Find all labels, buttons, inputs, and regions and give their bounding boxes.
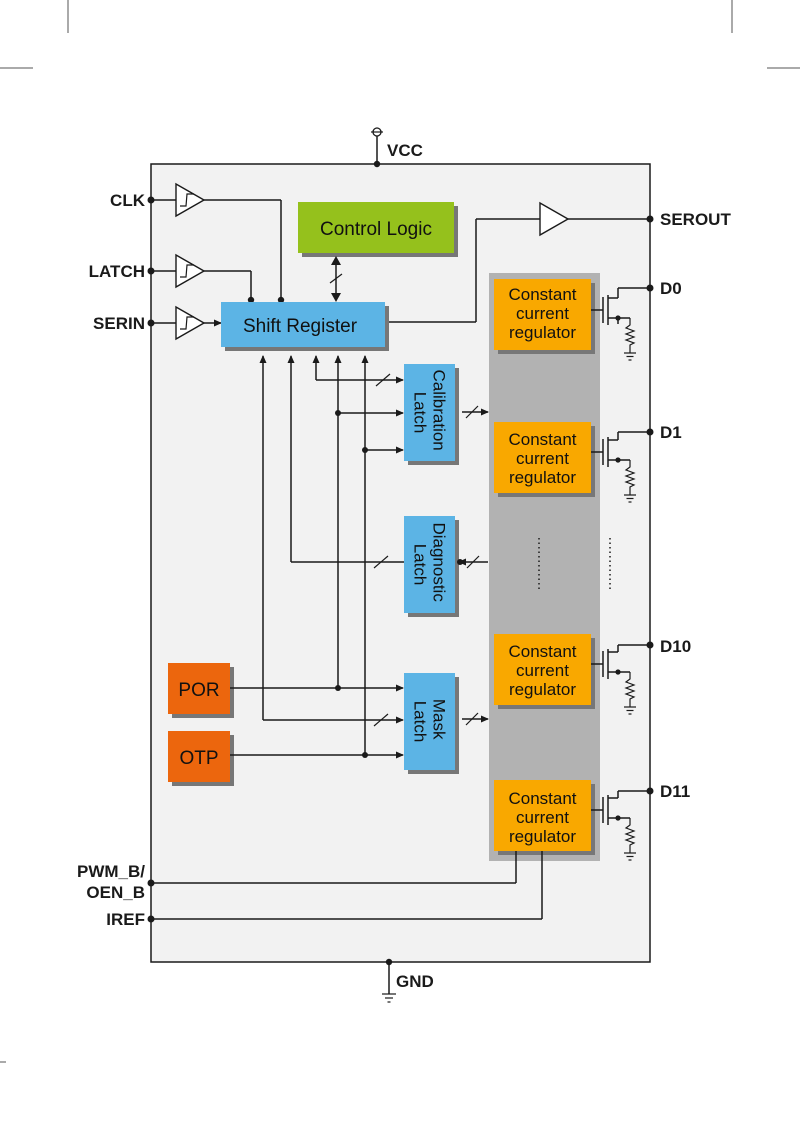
latch-pin: LATCH <box>89 253 255 304</box>
shift-register-block: Shift Register <box>221 302 385 347</box>
crop-marks <box>0 0 800 1063</box>
output-stage-d1: D1 <box>591 423 682 503</box>
output-stage-d0: D0 <box>591 279 682 361</box>
calibration-latch-block: Calibration Latch <box>404 364 455 461</box>
output-stage-d10: D10 <box>591 637 691 715</box>
clk-schmitt-buffer-icon <box>175 182 206 218</box>
regulator-d11: Constant current regulator <box>494 780 591 851</box>
regulator-d11-line3: regulator <box>509 827 576 846</box>
calibration-latch-label-line2: Latch <box>411 392 430 434</box>
serin-label: SERIN <box>93 314 145 333</box>
d10-label: D10 <box>660 637 691 656</box>
pwm-oen-pin: PWM_B/ OEN_B <box>77 851 517 902</box>
regulator-d11-line2: current <box>516 808 569 827</box>
d1-label: D1 <box>660 423 682 442</box>
otp-label: OTP <box>179 748 218 769</box>
serin-schmitt-buffer-icon <box>175 305 206 341</box>
pwm-label-line2: OEN_B <box>86 883 145 902</box>
control-logic-label: Control Logic <box>320 219 432 240</box>
serout-pin: SEROUT <box>385 201 731 323</box>
regulator-d0-line2: current <box>516 304 569 323</box>
regulator-d10-line3: regulator <box>509 680 576 699</box>
por-block: POR <box>168 663 230 714</box>
serout-buffer-icon <box>539 201 570 237</box>
regulator-d10-line2: current <box>516 661 569 680</box>
serin-pin: SERIN <box>93 305 222 341</box>
control-logic-block: Control Logic <box>298 202 454 253</box>
serout-label: SEROUT <box>660 210 731 229</box>
diagnostic-latch-label-line2: Latch <box>411 544 430 586</box>
gnd-pin: GND <box>382 958 434 1003</box>
regulator-d1-line3: regulator <box>509 468 576 487</box>
regulator-d10: Constant current regulator <box>494 634 591 705</box>
svg-text:Calibration Latch: Calibration Latch <box>411 370 449 456</box>
regulator-d0-line1: Constant <box>508 285 576 304</box>
regulator-bank <box>489 273 600 861</box>
regulator-d1-line1: Constant <box>508 430 576 449</box>
regulator-d10-line1: Constant <box>508 642 576 661</box>
por-label: POR <box>178 680 219 701</box>
d11-label: D11 <box>660 782 690 801</box>
latch-schmitt-buffer-icon <box>175 253 206 289</box>
vcc-label: VCC <box>387 141 423 160</box>
control-shift-bus <box>329 256 343 302</box>
otp-block: OTP <box>168 731 230 782</box>
svg-text:Mask Latch: Mask Latch <box>411 699 449 744</box>
pwm-label-line1: PWM_B/ <box>77 862 145 881</box>
regulator-d1-line2: current <box>516 449 569 468</box>
clk-label: CLK <box>110 191 146 210</box>
diagnostic-latch-label-line1: Diagnostic <box>430 522 449 602</box>
mask-latch-label-line2: Latch <box>411 701 430 743</box>
vcc-pin: VCC <box>371 127 423 168</box>
output-stage-d11: D11 <box>591 782 690 861</box>
svg-text:Diagnostic Latch: Diagnostic Latch <box>411 522 449 606</box>
d0-label: D0 <box>660 279 682 298</box>
regulator-d0: Constant current regulator <box>494 279 591 350</box>
internal-wiring <box>230 355 489 759</box>
calibration-latch-label-line1: Calibration <box>430 370 449 451</box>
regulator-d0-line3: regulator <box>509 323 576 342</box>
diagnostic-latch-block: Diagnostic Latch <box>404 516 455 613</box>
clk-pin: CLK <box>110 182 285 304</box>
regulator-d1: Constant current regulator <box>494 422 591 493</box>
latch-label: LATCH <box>89 262 145 281</box>
gnd-label: GND <box>396 972 434 991</box>
iref-pin: IREF <box>106 851 543 929</box>
mask-latch-label-line1: Mask <box>430 699 449 740</box>
shift-register-label: Shift Register <box>243 316 358 337</box>
regulator-d11-line1: Constant <box>508 789 576 808</box>
mask-latch-block: Mask Latch <box>404 673 455 770</box>
iref-label: IREF <box>106 910 145 929</box>
